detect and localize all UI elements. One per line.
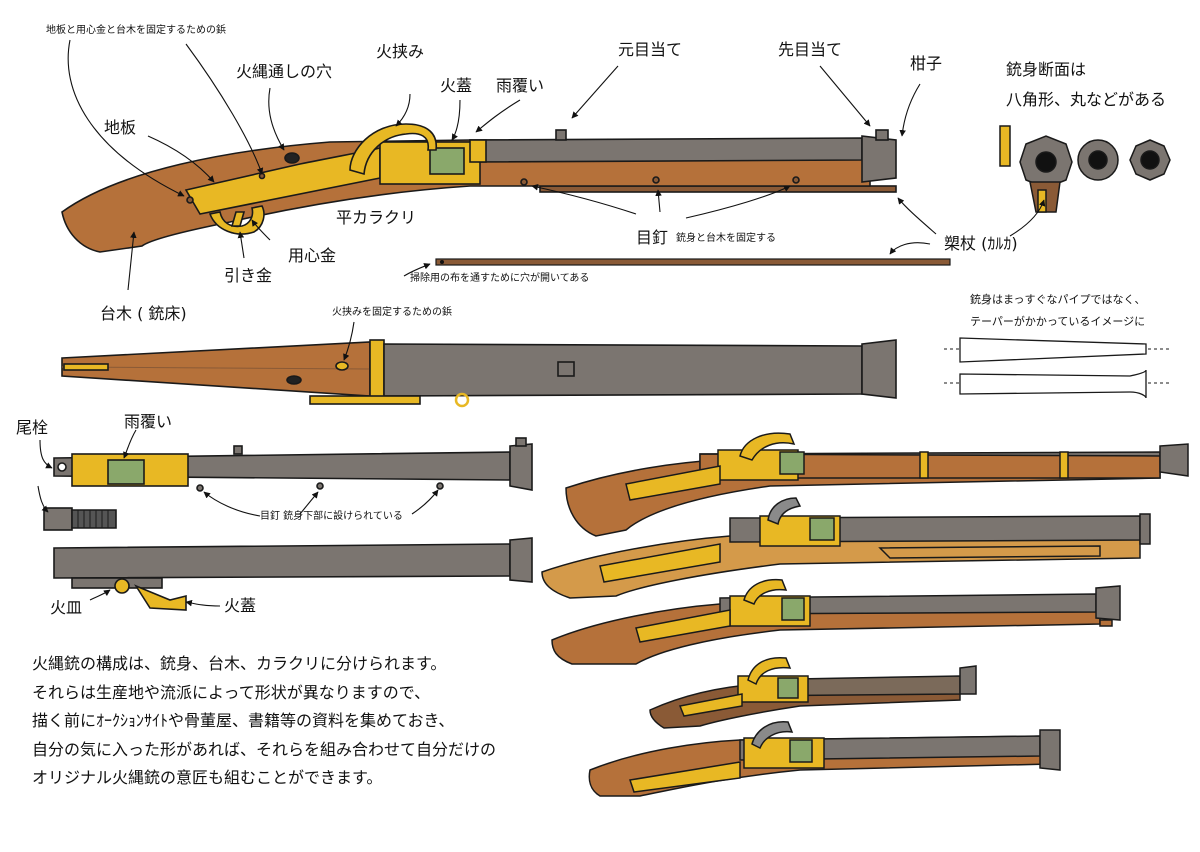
example-gun-5 xyxy=(588,721,1061,797)
label-rear-sight: 元目当て xyxy=(618,40,683,59)
front-sight xyxy=(875,129,889,141)
label-front-sight: 先目当て xyxy=(778,40,843,59)
example-gun-4 xyxy=(649,656,977,729)
label-serpentine-rivet: 火挟みを固定するための鋲 xyxy=(332,307,452,318)
label-pins-note: 銃身と台木を固定する xyxy=(676,233,776,244)
muzzle-shape xyxy=(861,135,897,183)
barrel-exploded xyxy=(43,437,533,611)
label-ramrod-note: 掃除用の布を通すために穴が開いてある xyxy=(410,273,590,284)
barrel-shape xyxy=(469,137,863,163)
cord-hole xyxy=(284,152,300,164)
description-line: 火縄銃の構成は、銃身、台木、カラクリに分けられます。 xyxy=(32,654,447,673)
label-serpentine: 火挟み xyxy=(376,42,425,61)
description-line: それらは生産地や流派によって形状が異なりますので、 xyxy=(32,682,431,702)
example-gun-1 xyxy=(565,432,1189,537)
taper-diagram xyxy=(944,337,1172,399)
label-pins: 目釘 xyxy=(636,228,669,247)
label-trigger: 引き金 xyxy=(224,266,273,285)
label-side-plate: 地板 xyxy=(104,118,137,137)
label-pins-2: 目釘 銃身下部に設けられている xyxy=(260,511,403,522)
label-cord-hole: 火縄通しの穴 xyxy=(236,62,333,81)
main-gun-side-view xyxy=(61,123,897,253)
label-rivet-plate: 地板と用心金と台木を固定するための鋲 xyxy=(46,25,226,36)
pan-cord xyxy=(429,147,465,175)
label-cross-section-2: 八角形、丸などがある xyxy=(1006,90,1167,109)
label-taper-2: テーパーがかかっているイメージに xyxy=(970,315,1146,328)
description-line: 自分の気に入った形があれば、それらを組み合わせて自分だけの xyxy=(32,739,497,759)
label-taper-1: 銃身はまっすぐなパイプではなく、 xyxy=(970,293,1146,306)
side-plate xyxy=(184,146,381,215)
label-pan-cover-2: 火蓋 xyxy=(224,596,257,615)
label-rain-guard: 雨覆い xyxy=(496,76,545,95)
cross-sections xyxy=(999,125,1171,213)
stock-shape xyxy=(61,139,871,253)
label-pan: 火皿 xyxy=(50,598,83,617)
ramrod-in-stock xyxy=(539,185,897,193)
ramrod-separate xyxy=(435,258,951,266)
serpentine-shape xyxy=(349,123,437,176)
label-muzzle: 柑子 xyxy=(910,54,943,73)
example-gun-2 xyxy=(541,497,1151,599)
label-ramrod: 槊杖 (ｶﾙｶ) xyxy=(944,234,1018,253)
label-rain-guard-2: 雨覆い xyxy=(124,412,173,431)
label-cross-section-1: 銃身断面は xyxy=(1006,60,1087,79)
example-gun-3 xyxy=(551,578,1121,665)
label-lock: 平カラクリ xyxy=(336,208,417,227)
label-trigger-guard: 用心金 xyxy=(288,246,337,265)
description-line: オリジナル火縄銃の意匠も組むことができます。 xyxy=(32,768,383,787)
trigger-shape xyxy=(230,211,246,227)
label-stock: 台木 ( 銃床) xyxy=(100,304,187,323)
label-breech-plug: 尾栓 xyxy=(16,418,49,437)
gun-top-view xyxy=(61,339,897,408)
leader-lines xyxy=(37,39,1046,607)
description-paragraph: 火縄銃の構成は、銃身、台木、カラクリに分けられます。 それらは生産地や流派によっ… xyxy=(32,650,496,793)
label-pan-cover: 火蓋 xyxy=(440,76,473,95)
rear-sight xyxy=(555,129,567,141)
description-line: 描く前にｵｰｸｼｮﾝｻｲﾄや骨董屋、書籍等の資料を集めておき、 xyxy=(32,711,455,730)
